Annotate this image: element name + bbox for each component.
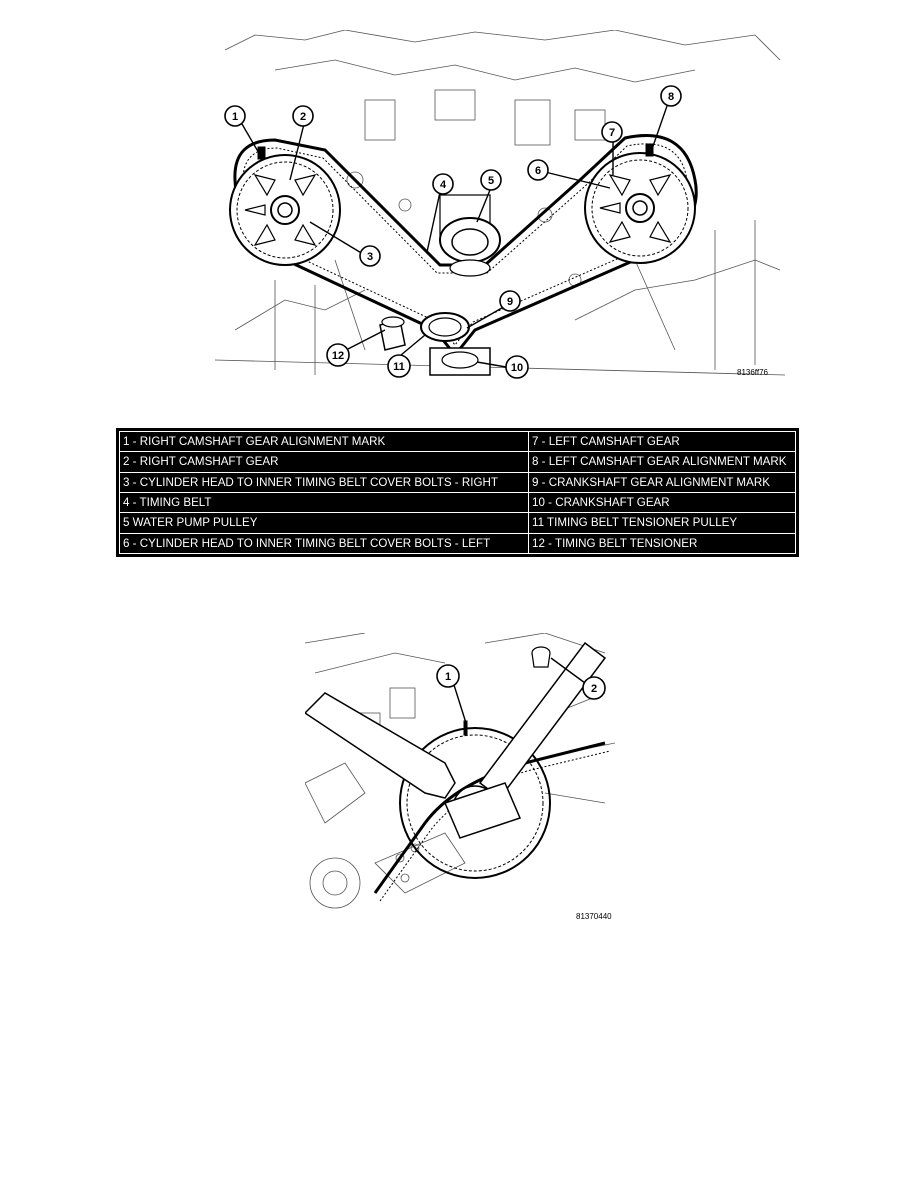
timing-belt-diagram: 1 2 3 4 5 6 7 8 9 10 11 12 8136ff76 <box>215 30 785 385</box>
legend-cell: 5 WATER PUMP PULLEY <box>119 512 529 534</box>
callout-1-label: 1 <box>445 671 451 683</box>
callout-10: 10 <box>505 355 529 379</box>
figure-2-code: 81370440 <box>576 912 612 921</box>
legend-row: 5 WATER PUMP PULLEY 11 TIMING BELT TENSI… <box>119 512 796 534</box>
legend-cell: 4 - TIMING BELT <box>119 491 529 514</box>
callout-6: 6 <box>527 159 549 181</box>
timing-belt-drawing: 1 2 3 4 5 6 7 8 9 10 11 12 8136ff76 <box>215 30 785 379</box>
callout-12-label: 12 <box>332 350 344 362</box>
legend-grid: 1 - RIGHT CAMSHAFT GEAR ALIGNMENT MARK 7… <box>119 430 796 555</box>
legend-cell: 9 - CRANKSHAFT GEAR ALIGNMENT MARK <box>528 471 796 493</box>
callout-7-label: 7 <box>609 127 615 139</box>
crankshaft-alignment-drawing: 1 2 81370440 <box>305 633 615 921</box>
legend-cell: 10 - CRANKSHAFT GEAR <box>528 491 796 514</box>
callout-2: 2 <box>292 105 314 127</box>
callout-4-label: 4 <box>440 179 447 191</box>
callout-11-label: 11 <box>393 361 405 373</box>
callout-3-label: 3 <box>367 251 373 263</box>
legend-cell: 6 - CYLINDER HEAD TO INNER TIMING BELT C… <box>119 532 529 555</box>
callout-11: 11 <box>387 354 411 378</box>
callouts-figure-1: 1 2 3 4 5 6 7 8 9 10 11 12 <box>224 85 682 379</box>
legend-cell: 1 - RIGHT CAMSHAFT GEAR ALIGNMENT MARK <box>119 430 529 453</box>
legend-row: 2 - RIGHT CAMSHAFT GEAR 8 - LEFT CAMSHAF… <box>119 451 796 473</box>
callouts-figure-2: 1 2 <box>436 664 606 700</box>
legend-row: 4 - TIMING BELT 10 - CRANKSHAFT GEAR <box>119 491 796 514</box>
figure-1-code: 8136ff76 <box>737 368 769 377</box>
callout-5: 5 <box>480 169 502 191</box>
callout-5-label: 5 <box>488 175 494 187</box>
legend-row: 3 - CYLINDER HEAD TO INNER TIMING BELT C… <box>119 471 796 493</box>
callout-2: 2 <box>582 676 606 700</box>
callout-2-label: 2 <box>591 683 597 695</box>
legend-cell: 2 - RIGHT CAMSHAFT GEAR <box>119 451 529 473</box>
legend-cell: 3 - CYLINDER HEAD TO INNER TIMING BELT C… <box>119 471 529 493</box>
legend-cell: 8 - LEFT CAMSHAFT GEAR ALIGNMENT MARK <box>528 451 796 473</box>
callout-6-label: 6 <box>535 165 541 177</box>
callout-9: 9 <box>499 290 521 312</box>
callout-8-label: 8 <box>668 91 674 103</box>
callout-1: 1 <box>224 105 246 127</box>
callout-4: 4 <box>432 173 454 195</box>
callout-10-label: 10 <box>511 362 523 374</box>
callout-1: 1 <box>436 664 460 688</box>
legend-row: 1 - RIGHT CAMSHAFT GEAR ALIGNMENT MARK 7… <box>119 430 796 453</box>
callout-1-label: 1 <box>232 111 238 123</box>
legend-cell: 12 - TIMING BELT TENSIONER <box>528 532 796 555</box>
legend-cell: 7 - LEFT CAMSHAFT GEAR <box>528 430 796 453</box>
callout-12: 12 <box>326 343 350 367</box>
callout-2-label: 2 <box>300 111 306 123</box>
callout-7: 7 <box>601 121 623 143</box>
legend-row: 6 - CYLINDER HEAD TO INNER TIMING BELT C… <box>119 532 796 555</box>
callout-9-label: 9 <box>507 296 513 308</box>
crankshaft-alignment-diagram: 1 2 81370440 <box>305 633 615 925</box>
callout-8: 8 <box>660 85 682 107</box>
legend-table: 1 - RIGHT CAMSHAFT GEAR ALIGNMENT MARK 7… <box>116 428 799 557</box>
legend-cell: 11 TIMING BELT TENSIONER PULLEY <box>528 512 796 534</box>
callout-3: 3 <box>359 245 381 267</box>
